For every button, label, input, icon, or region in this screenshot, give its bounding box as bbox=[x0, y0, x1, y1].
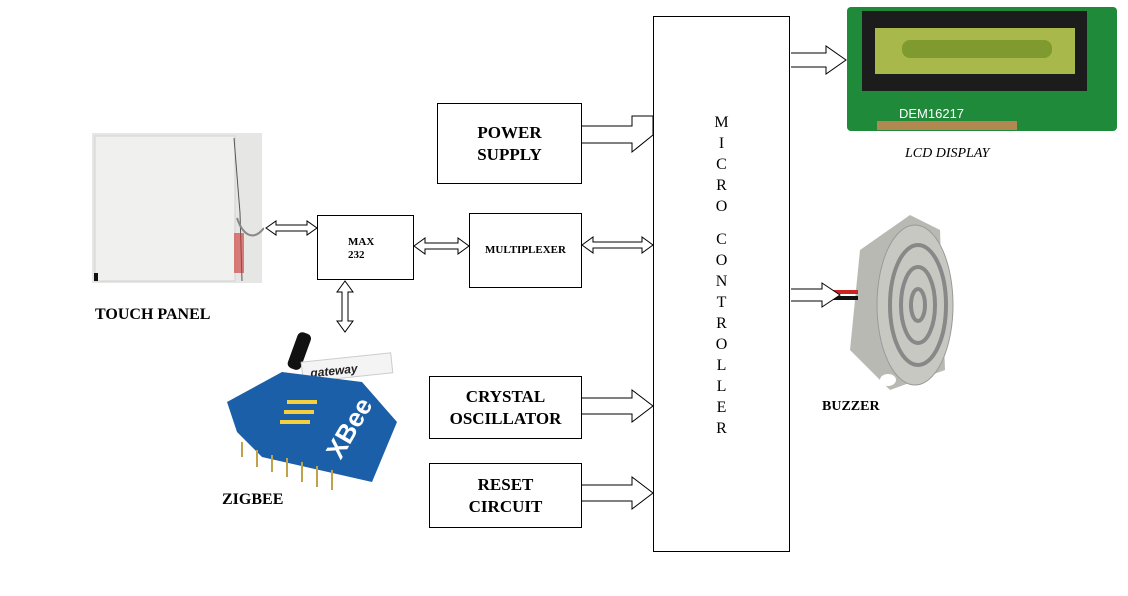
micro-to-lcd-arrow bbox=[791, 45, 847, 75]
micro-letter: O bbox=[715, 336, 728, 353]
touch-panel-label: TOUCH PANEL bbox=[95, 306, 211, 323]
max-mux-double-arrow bbox=[413, 237, 470, 255]
micro-letter: C bbox=[716, 231, 727, 248]
power-supply-line1: POWER bbox=[477, 122, 542, 142]
multiplexer-label: MULTIPLEXER bbox=[485, 244, 566, 256]
micro-letter: T bbox=[716, 294, 727, 311]
multiplexer-block: MULTIPLEXER bbox=[469, 213, 582, 288]
touch-max-double-arrow bbox=[265, 220, 318, 236]
svg-text:DEM16217: DEM16217 bbox=[899, 106, 964, 121]
micro-letter: M bbox=[714, 114, 729, 131]
micro-letter: R bbox=[716, 315, 727, 332]
max232-line1: MAX bbox=[348, 236, 375, 248]
lcd-display-image: DEM16217 bbox=[847, 7, 1117, 131]
micro-to-buzzer-arrow bbox=[791, 282, 841, 308]
micro-letter: O bbox=[715, 198, 728, 215]
reset-circuit-block: RESET CIRCUIT bbox=[429, 463, 582, 528]
crystal-line1: CRYSTAL bbox=[465, 386, 546, 406]
svg-text:gateway: gateway bbox=[309, 361, 360, 380]
max232-line2: 232 bbox=[348, 249, 365, 261]
micro-letter: R bbox=[716, 177, 727, 194]
crystal-to-micro-arrow bbox=[582, 388, 654, 424]
micro-letter: L bbox=[716, 357, 727, 374]
reset-line1: RESET bbox=[477, 474, 534, 494]
micro-letter: O bbox=[715, 252, 728, 269]
buzzer-label: BUZZER bbox=[822, 399, 880, 414]
touch-panel-image bbox=[92, 133, 264, 283]
crystal-oscillator-block: CRYSTAL OSCILLATOR bbox=[429, 376, 582, 439]
zigbee-label: ZIGBEE bbox=[222, 491, 284, 508]
micro-letter: E bbox=[716, 399, 727, 416]
max-zigbee-double-arrow bbox=[336, 280, 354, 333]
power-supply-block: POWER SUPPLY bbox=[437, 103, 582, 184]
power-to-micro-arrow bbox=[582, 115, 654, 154]
max232-block: MAX 232 bbox=[317, 215, 414, 280]
micro-letter: R bbox=[716, 420, 727, 437]
reset-line2: CIRCUIT bbox=[468, 496, 543, 516]
reset-to-micro-arrow bbox=[582, 475, 654, 511]
lcd-display-label: LCD DISPLAY bbox=[905, 146, 990, 161]
micro-letter: N bbox=[715, 273, 728, 290]
micro-letter: C bbox=[716, 156, 727, 173]
zigbee-module-image: gateway XBee bbox=[227, 332, 397, 490]
crystal-line2: OSCILLATOR bbox=[449, 408, 562, 428]
buzzer-image bbox=[830, 215, 954, 390]
power-supply-line2: SUPPLY bbox=[477, 144, 542, 164]
mux-micro-double-arrow bbox=[581, 236, 654, 254]
micro-letter: I bbox=[718, 135, 725, 152]
micro-letter: L bbox=[716, 378, 727, 395]
